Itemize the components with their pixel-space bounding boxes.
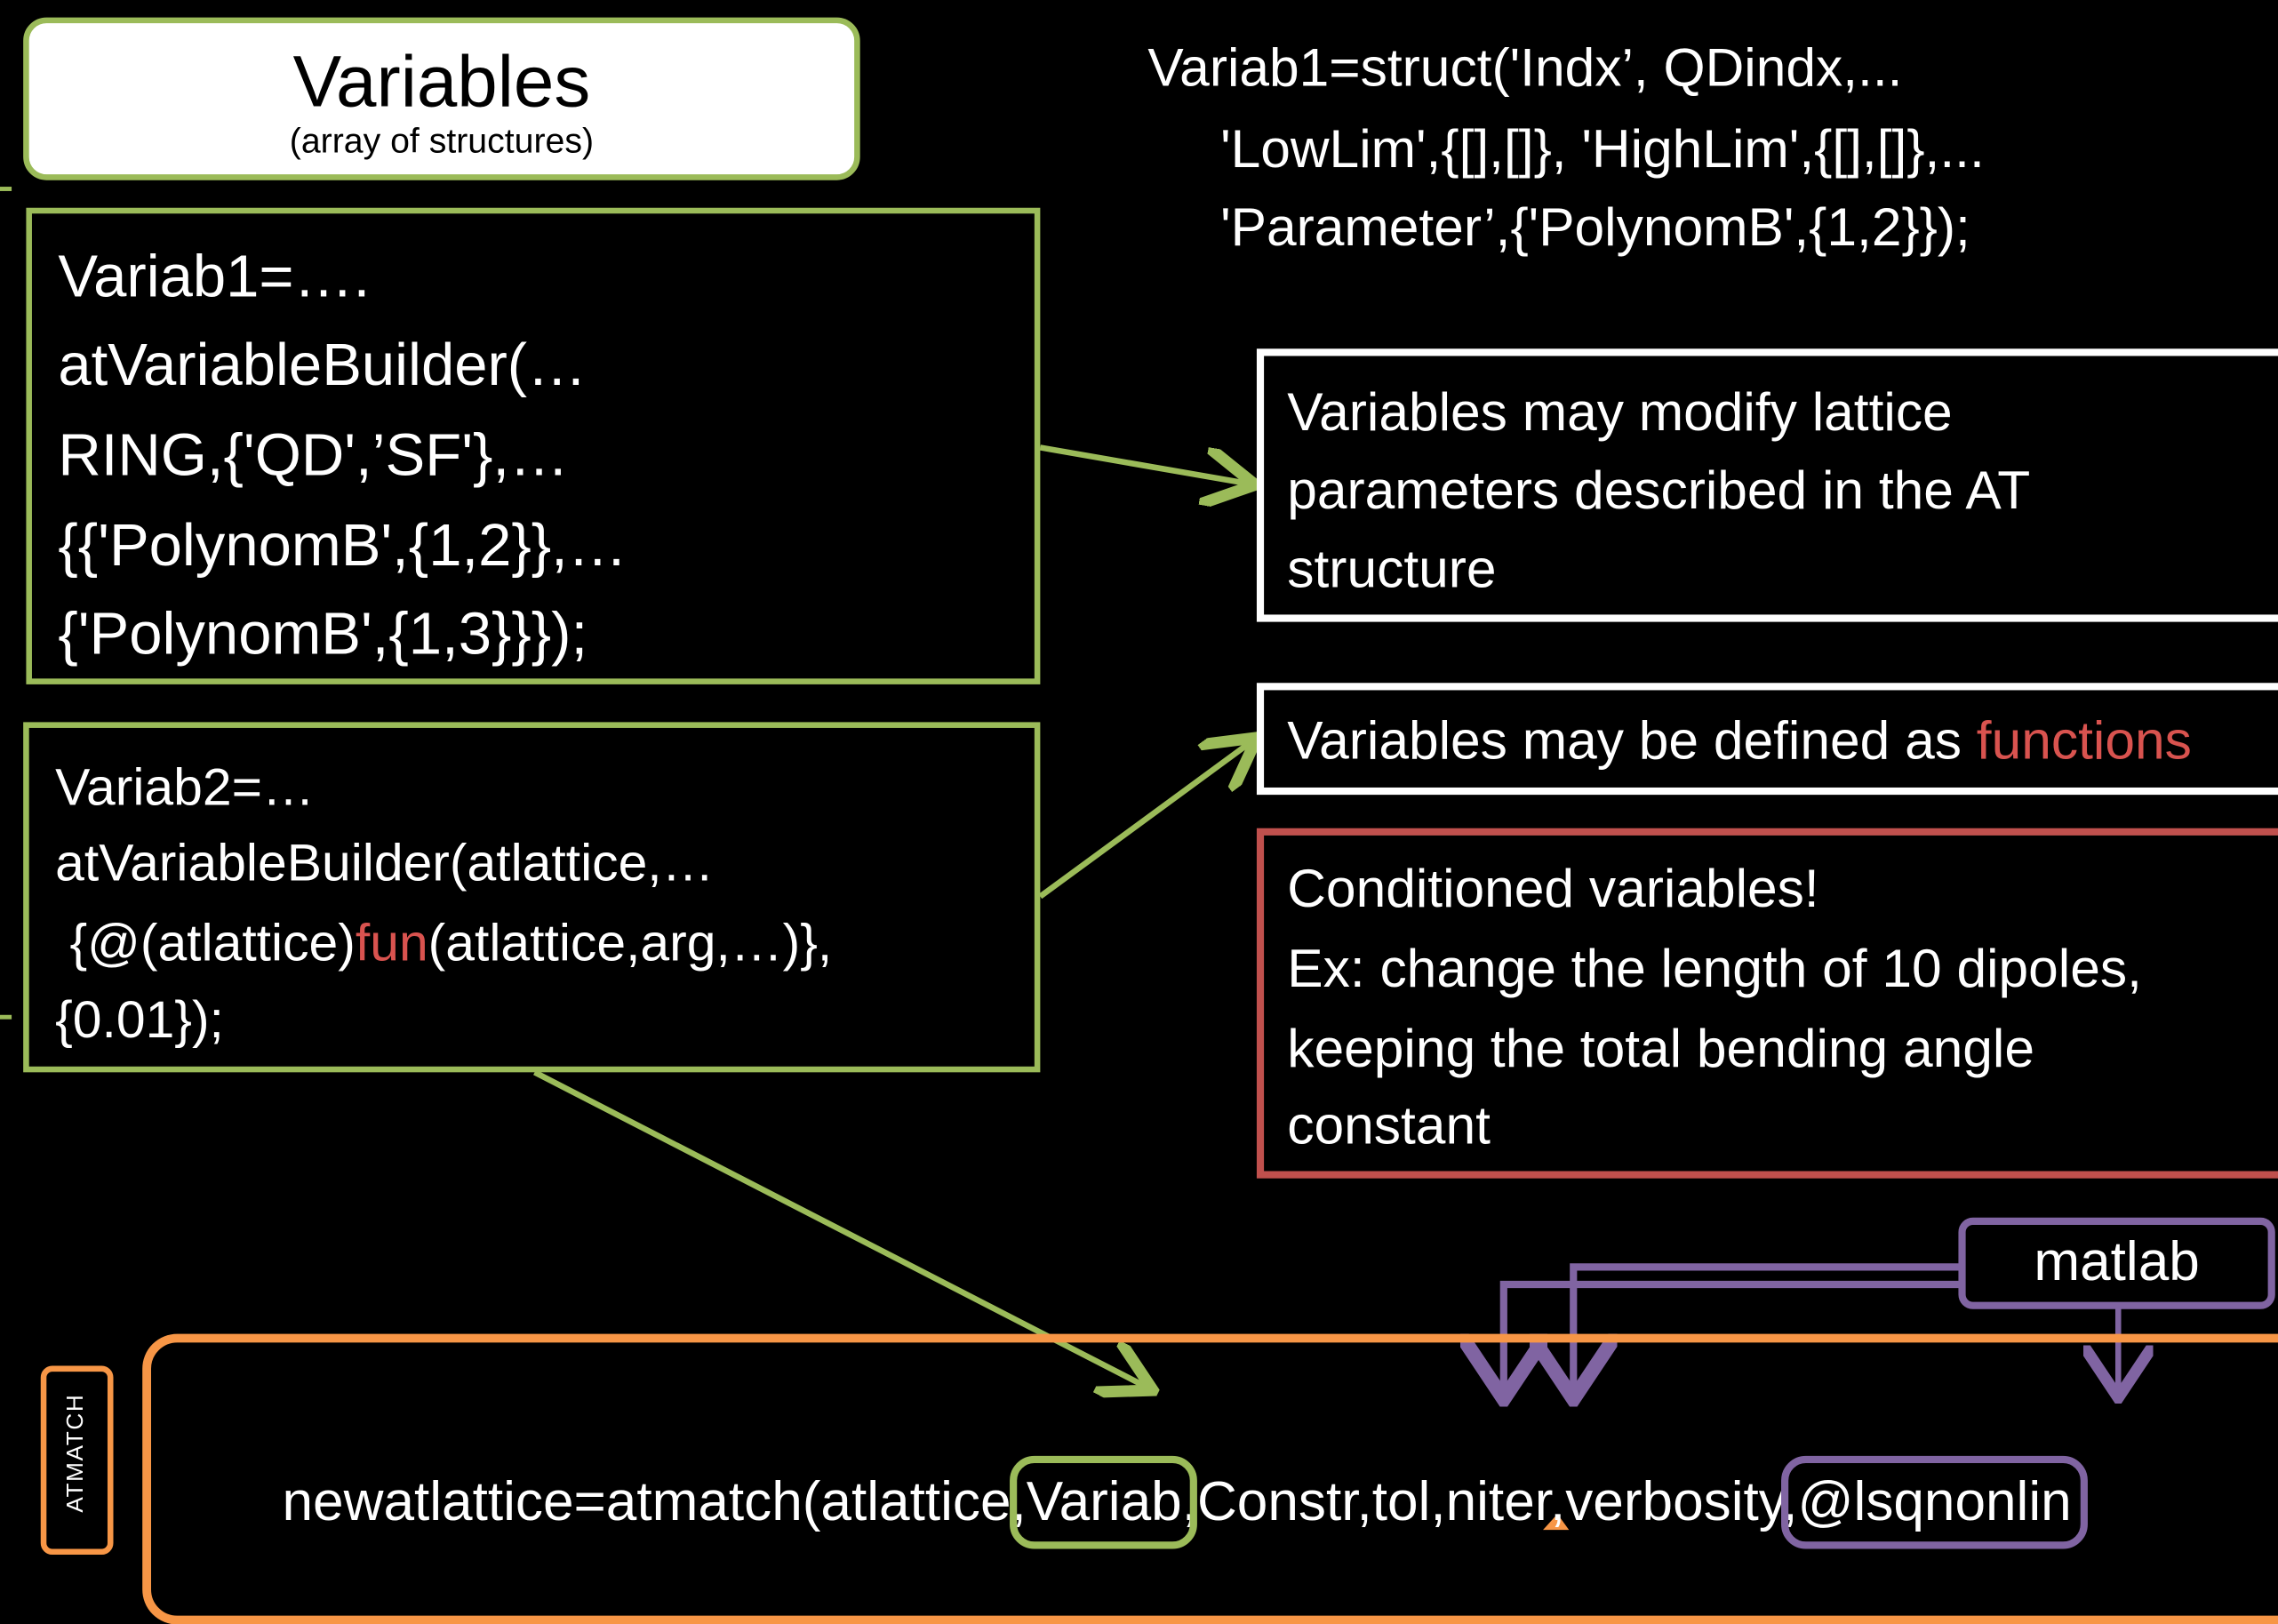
box1-line: atVariableBuilder(… bbox=[58, 331, 587, 398]
note-line: structure bbox=[1287, 539, 1497, 599]
arrow-matlab-to-tol bbox=[1504, 1280, 1962, 1392]
atmatch-side-label: ATMATCH bbox=[63, 1393, 89, 1513]
title: Variables bbox=[292, 40, 591, 123]
box1-line: Variab1=…. bbox=[58, 242, 371, 310]
note-line: constant bbox=[1287, 1095, 1491, 1156]
note-line: Variables may modify lattice bbox=[1287, 381, 1953, 442]
note-line: keeping the total bending angle bbox=[1287, 1018, 2034, 1078]
solver-arg: @lsqnonlin bbox=[1781, 1455, 2088, 1549]
text: Variables may be defined as bbox=[1287, 710, 1977, 771]
box1-line: {{'PolynomB',{1,2}},… bbox=[58, 511, 627, 579]
note-functions: Variables may be defined as functions bbox=[1256, 683, 2278, 796]
title-box: Variables (array of structures) bbox=[23, 17, 860, 180]
box2-line: Variab2=… bbox=[55, 756, 315, 817]
fun-keyword: fun bbox=[355, 912, 428, 972]
functions-highlight: functions bbox=[1976, 710, 2192, 771]
box1-line: RING,{'QD',’SF'},… bbox=[58, 421, 570, 489]
struct-line: 'Parameter’,{'PolynomB',{1,2}}); bbox=[1220, 197, 1970, 258]
connector-layer bbox=[0, 187, 2278, 1531]
atmatch-side-box: ATMATCH bbox=[40, 1365, 114, 1556]
note-line: Variables may be defined as functions bbox=[1287, 710, 2192, 772]
note-line: Conditioned variables! bbox=[1287, 859, 1819, 919]
box2-line: {0.01}); bbox=[55, 989, 224, 1050]
slide: Variables (array of structures) Variab1=… bbox=[0, 17, 2278, 1624]
note-conditioned: Conditioned variables! Ex: change the le… bbox=[1256, 828, 2278, 1179]
box1-line: {'PolynomB',{1,3}}}); bbox=[58, 600, 588, 668]
text: {@(atlattice) bbox=[55, 912, 356, 972]
orange-arrow-tip bbox=[1542, 1514, 1570, 1531]
arrow-matlab-to-niter bbox=[1573, 1263, 1962, 1392]
note-line: parameters described in the AT bbox=[1287, 460, 2031, 521]
note-modify-lattice: Variables may modify lattice parameters … bbox=[1256, 348, 2278, 622]
text: newatlattice=atmatch(atlattice, bbox=[282, 1471, 1027, 1533]
arrow-box2-to-functions bbox=[1038, 741, 1252, 900]
subtitle: (array of structures) bbox=[289, 122, 595, 162]
struct-line: 'LowLim',{[],[]}, 'HighLim',{[],[]},... bbox=[1220, 119, 1985, 180]
box2: Variab2=… atVariableBuilder(atlattice,… … bbox=[23, 722, 1041, 1073]
box2-line: atVariableBuilder(atlattice,… bbox=[55, 832, 715, 892]
text: ,Constr,tol,niter,verbosity, bbox=[1181, 1471, 1798, 1533]
struct-line: Variab1=struct('Indx’, QDindx,... bbox=[1147, 37, 1903, 98]
note-line: Ex: change the length of 10 dipoles, bbox=[1287, 938, 2142, 998]
atmatch-call: newatlattice=atmatch(atlattice,Variab,Co… bbox=[220, 1410, 2088, 1597]
matlab-label: matlab bbox=[2034, 1232, 2200, 1293]
box2-line: {@(atlattice)fun(atlattice,arg,…)}, bbox=[55, 913, 832, 974]
arrow-box1-to-note bbox=[1039, 444, 1249, 484]
box1: Variab1=…. atVariableBuilder(… RING,{'QD… bbox=[26, 207, 1041, 684]
variab-arg: Variab bbox=[1010, 1455, 1198, 1549]
matlab-box: matlab bbox=[1958, 1217, 2275, 1309]
text: (atlattice,arg,…)}, bbox=[428, 912, 833, 972]
